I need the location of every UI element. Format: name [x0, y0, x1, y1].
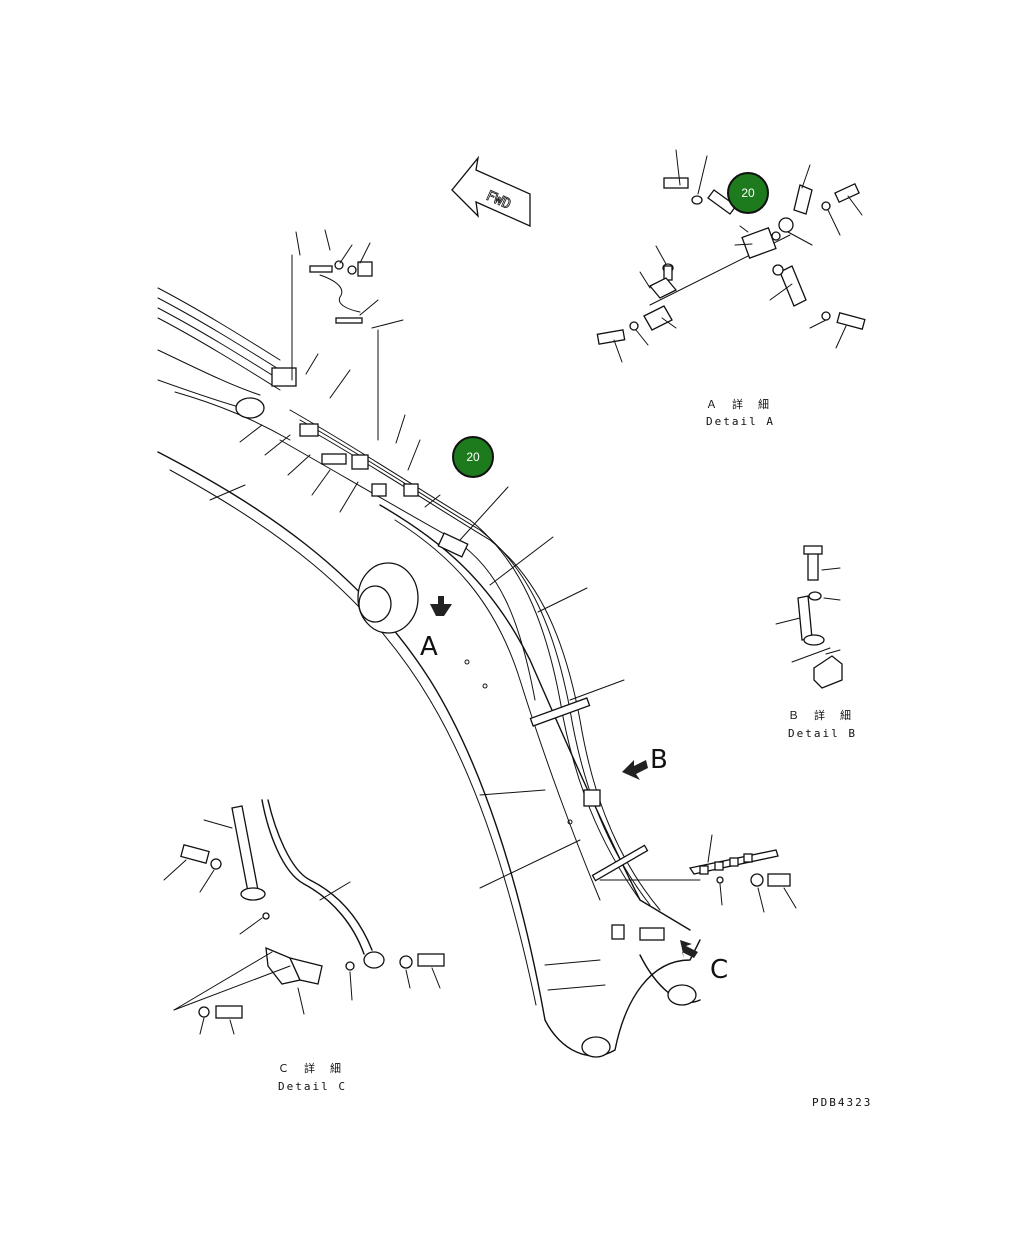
callout-badge-main[interactable]: 20	[452, 436, 494, 478]
clamp-plate	[437, 532, 469, 558]
hydraulic-lines	[157, 287, 665, 941]
callout-badge-label[interactable]: 20	[466, 450, 480, 464]
detail-c-title-jp: Ｃ 詳 細	[278, 1061, 343, 1075]
view-letter-a: A	[420, 632, 438, 662]
view-marker-c: C	[680, 940, 728, 985]
detail-b-title-jp: Ｂ 詳 細	[788, 708, 853, 722]
boom-foot-pin	[581, 1036, 611, 1058]
callout-badge-circle[interactable]	[452, 436, 494, 478]
callout-badge-circle[interactable]	[727, 172, 769, 214]
view-letter-b: B	[650, 745, 668, 775]
view-marker-a: A	[420, 596, 452, 662]
clamp-block	[741, 227, 777, 259]
view-letter-c: C	[710, 955, 728, 985]
view-marker-b: B	[622, 745, 668, 780]
detail-b-drawing	[775, 545, 843, 689]
detail-a-title-jp: Ａ 詳 細	[706, 397, 771, 411]
boom-foot-pin-2	[667, 984, 697, 1006]
detail-a-drawing	[596, 149, 866, 363]
detail-c-title-en: Detail C	[278, 1080, 347, 1093]
detail-a-title-en: Detail A	[706, 415, 775, 428]
callout-badge-detail-a[interactable]: 20	[727, 172, 769, 214]
bolt	[663, 177, 689, 189]
detail-c-drawing	[163, 799, 445, 1035]
fitting-cluster	[235, 229, 625, 701]
fwd-arrow: FWD	[451, 155, 531, 228]
clamp-block	[583, 789, 601, 807]
clamp-bar	[529, 697, 591, 727]
detail-b-title-en: Detail B	[788, 727, 857, 740]
drawing-code: PDB4323	[812, 1096, 872, 1109]
clip-assembly	[599, 834, 797, 913]
callout-badge-label[interactable]: 20	[741, 186, 755, 200]
